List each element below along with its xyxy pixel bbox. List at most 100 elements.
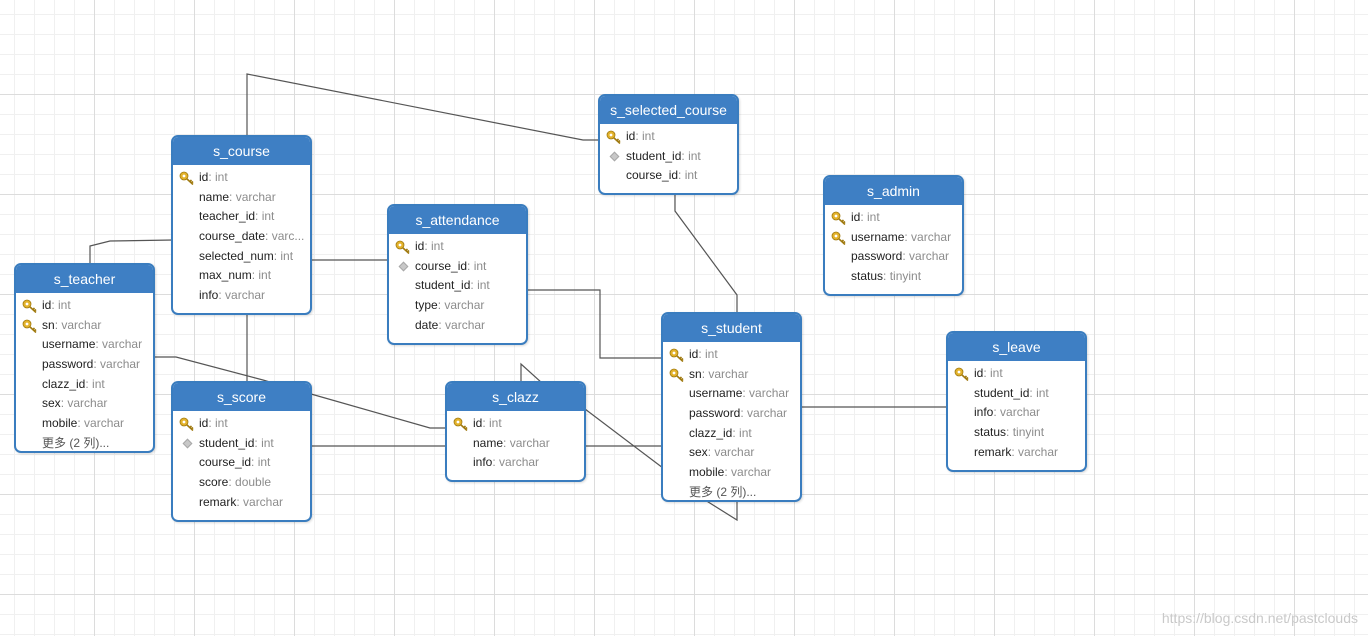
type-separator: : xyxy=(701,366,709,381)
type-separator: : xyxy=(678,168,685,183)
column-row[interactable]: mobile: varchar xyxy=(16,414,153,434)
column-row[interactable]: id: int xyxy=(173,168,310,188)
column-type: varchar xyxy=(235,189,276,204)
column-row[interactable]: info: varchar xyxy=(447,453,584,473)
column-row[interactable]: id: int xyxy=(825,208,962,228)
column-name: date xyxy=(415,317,439,332)
column-row[interactable]: info: varchar xyxy=(173,286,310,306)
column-row[interactable]: id: int xyxy=(389,237,526,257)
column-row[interactable]: sn: varchar xyxy=(663,365,800,385)
column-name: id xyxy=(626,129,636,143)
type-separator: : xyxy=(983,366,991,380)
column-name: sn xyxy=(689,366,702,381)
type-separator: : xyxy=(218,288,226,303)
column-row[interactable]: status: tinyint xyxy=(948,423,1085,443)
column-row[interactable]: course_id: int xyxy=(389,257,526,277)
column-row[interactable]: id: int xyxy=(663,345,800,365)
relation-course-selected-course xyxy=(246,73,600,141)
column-row[interactable]: clazz_id: int xyxy=(663,424,800,444)
column-row[interactable]: name: varchar xyxy=(173,188,310,208)
column-type: varchar xyxy=(714,445,755,460)
column-name: id xyxy=(199,416,209,430)
column-name: course_id xyxy=(415,258,468,273)
column-row[interactable]: student_id: int xyxy=(948,384,1085,404)
type-separator: : xyxy=(95,337,103,352)
type-separator: : xyxy=(1029,385,1037,400)
column-row[interactable]: student_id: int xyxy=(389,276,526,296)
column-name: id xyxy=(851,210,861,224)
column-row[interactable]: max_num: int xyxy=(173,266,310,286)
primary-key-icon xyxy=(395,240,411,255)
column-row[interactable]: score: double xyxy=(173,473,310,493)
column-row[interactable]: student_id: int xyxy=(173,434,310,454)
column-row[interactable]: sex: varchar xyxy=(16,394,153,414)
column-row[interactable]: clazz_id: int xyxy=(16,375,153,395)
type-separator: : xyxy=(902,249,910,264)
column-row[interactable]: remark: varchar xyxy=(173,493,310,513)
column-type: varchar xyxy=(100,357,141,372)
column-type: varchar xyxy=(102,337,143,352)
more-columns-link[interactable]: 更多 (2 列)... xyxy=(689,484,757,499)
column-type: int xyxy=(642,129,655,143)
column-row[interactable]: password: varchar xyxy=(663,404,800,424)
column-row[interactable]: id: int xyxy=(600,127,737,147)
column-row[interactable]: id: int xyxy=(16,296,153,316)
type-separator: : xyxy=(229,189,236,204)
column-row[interactable]: teacher_id: int xyxy=(173,207,310,227)
type-separator: : xyxy=(54,317,62,332)
column-row[interactable]: id: int xyxy=(447,414,584,434)
column-name: username xyxy=(42,337,96,352)
column-row[interactable]: course_date: varc... xyxy=(173,227,310,247)
column-row[interactable]: course_id: int xyxy=(173,453,310,473)
column-row[interactable]: id: int xyxy=(948,364,1085,384)
column-type: varchar xyxy=(84,416,125,431)
column-row[interactable]: name: varchar xyxy=(447,434,584,454)
column-name: clazz_id xyxy=(42,376,86,391)
type-separator: : xyxy=(635,129,643,143)
column-name: teacher_id xyxy=(199,209,256,224)
column-type: int xyxy=(257,455,271,470)
column-row[interactable]: username: varchar xyxy=(16,335,153,355)
column-row[interactable]: sex: varchar xyxy=(663,443,800,463)
column-type: int xyxy=(261,209,275,224)
column-name: info xyxy=(473,455,493,470)
column-row[interactable]: sn: varchar xyxy=(16,316,153,336)
primary-key-icon xyxy=(831,211,847,226)
column-row[interactable]: username: varchar xyxy=(663,384,800,404)
column-row[interactable]: password: varchar xyxy=(825,247,962,267)
type-separator: : xyxy=(492,455,500,470)
column-type: int xyxy=(867,210,880,224)
column-row[interactable]: status: tinyint xyxy=(825,267,962,287)
primary-key-icon xyxy=(606,130,622,145)
column-row[interactable]: type: varchar xyxy=(389,296,526,316)
column-row[interactable]: info: varchar xyxy=(948,403,1085,423)
type-separator: : xyxy=(51,298,59,312)
column-row[interactable]: mobile: varchar xyxy=(663,463,800,483)
column-type: varchar xyxy=(747,406,788,421)
column-row[interactable]: id: int xyxy=(173,414,310,434)
column-row[interactable]: course_id: int xyxy=(600,166,737,186)
column-row[interactable]: password: varchar xyxy=(16,355,153,375)
column-type: int xyxy=(58,298,71,312)
column-row[interactable]: student_id: int xyxy=(600,147,737,167)
column-row[interactable]: remark: varchar xyxy=(948,443,1085,463)
column-row[interactable]: date: varchar xyxy=(389,316,526,336)
column-row[interactable]: username: varchar xyxy=(825,228,962,248)
column-type: int xyxy=(215,170,228,184)
type-separator: : xyxy=(740,406,748,421)
column-row[interactable]: selected_num: int xyxy=(173,247,310,267)
column-name: password xyxy=(689,406,741,421)
type-separator: : xyxy=(93,357,101,372)
more-columns-link[interactable]: 更多 (2 列)... xyxy=(42,435,110,450)
